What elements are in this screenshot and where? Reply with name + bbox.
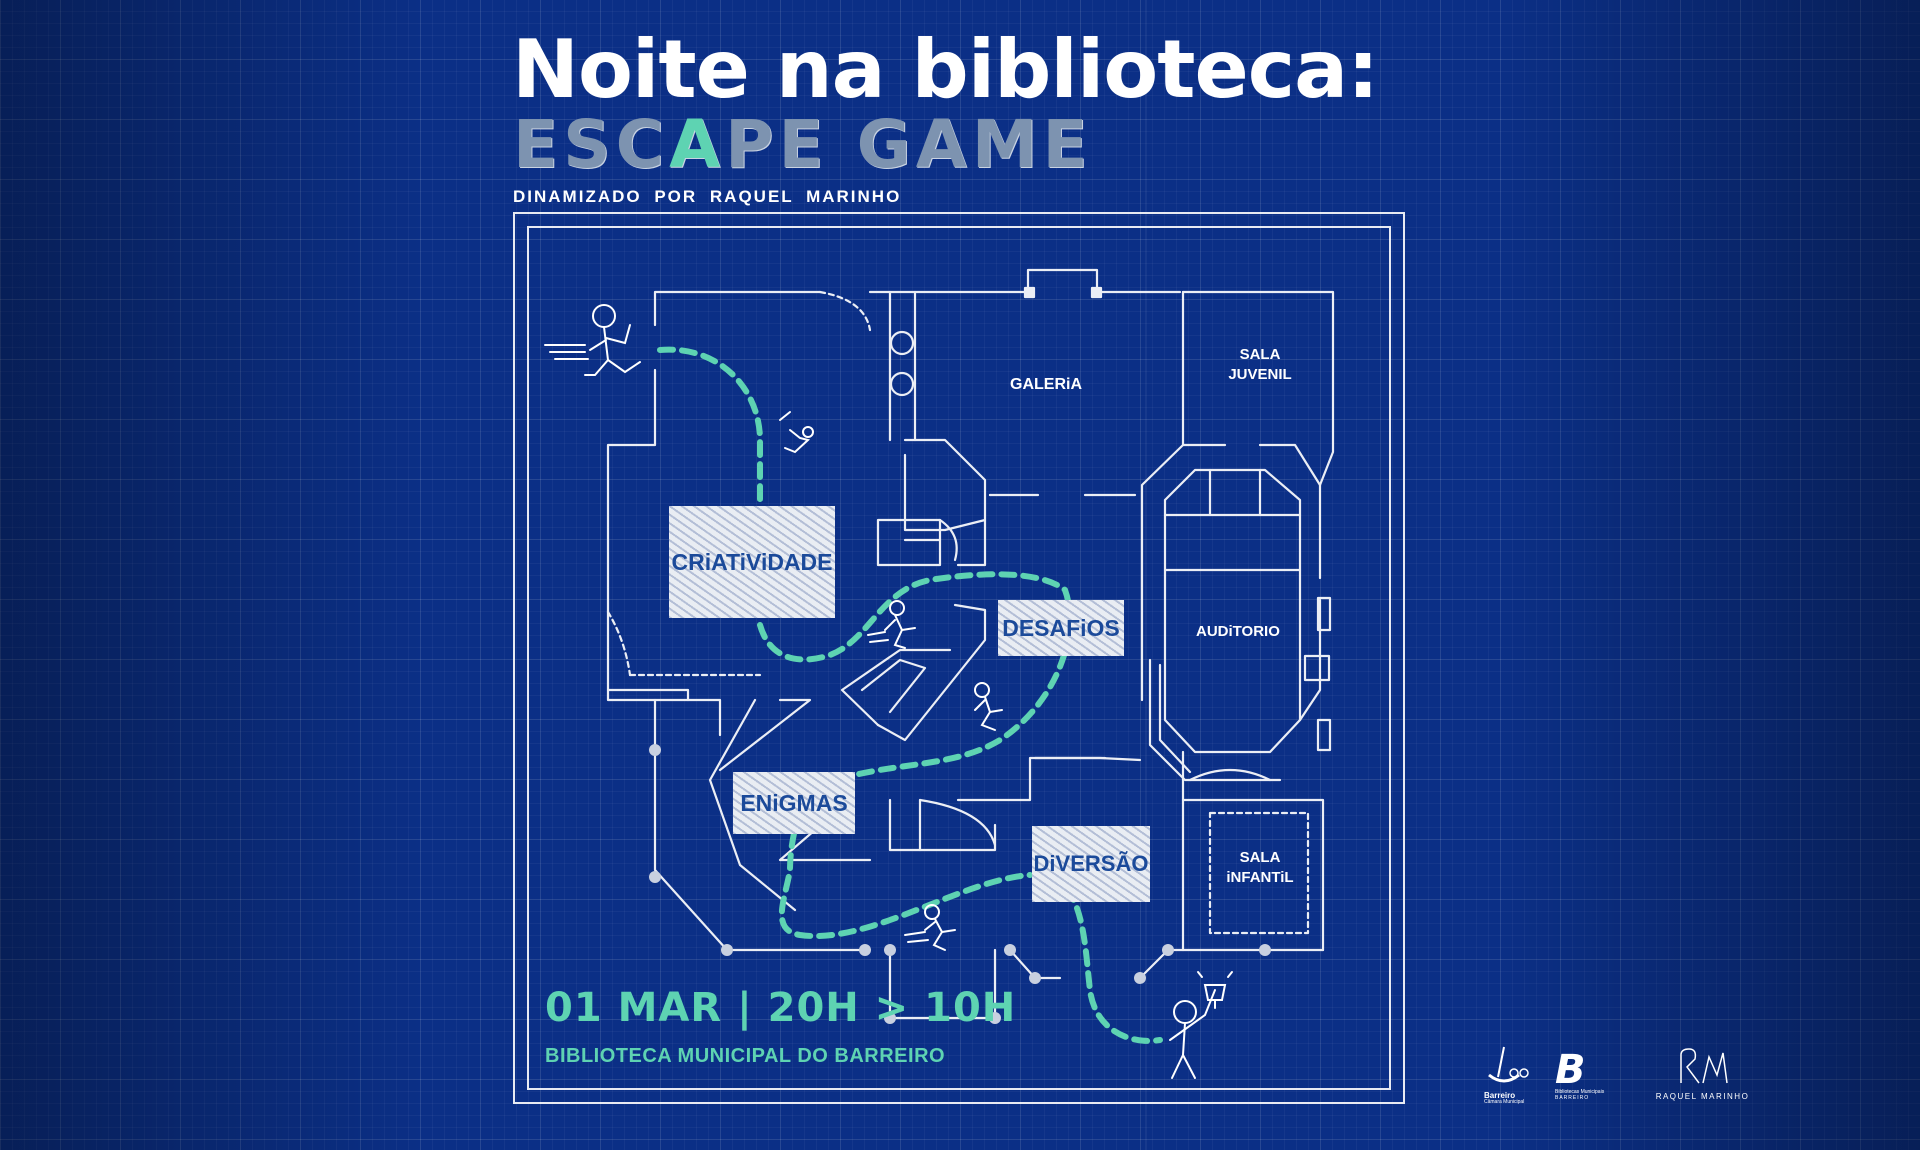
room-sala-juvenil: SALA JUVENIL (1225, 345, 1295, 384)
room-sala-infantil-line-1: SALA (1239, 849, 1281, 866)
subtitle: DINAMIZADO POR RAQUEL MARINHO (513, 187, 902, 206)
bibliotecas-logo-mark: B (1555, 1047, 1586, 1093)
room-sala-juvenil-line-2: JUVENIL (1228, 365, 1292, 383)
title-line-2-part-2: PE GAME (725, 106, 1093, 183)
room-sala-infantil: SALA iNFANTiL (1225, 848, 1295, 887)
title-line-2: ESCAPE GAME (513, 112, 1093, 178)
raquel-marinho-logo: RAQUEL MARINHO (1655, 1045, 1750, 1105)
room-galeria: GALERiA (1010, 376, 1082, 393)
room-sala-infantil-line-2: iNFANTiL (1226, 868, 1294, 886)
floor-plan-walls (606, 268, 1335, 1024)
tag-criatividade: CRiATiViDADE (669, 506, 835, 618)
title-line-2-accent: A (669, 106, 726, 183)
event-date: 01 MAR | 20H > 10H (545, 985, 1017, 1031)
escape-route-path (657, 346, 1163, 1044)
tag-desafios: DESAFiOS (998, 600, 1124, 656)
bibliotecas-logo-text: Bibliotecas Municipais (1555, 1089, 1605, 1095)
room-auditorio: AUDiTORIO (1196, 623, 1280, 640)
blueprint-frame-outer (513, 212, 1405, 1104)
event-venue: BIBLIOTECA MUNICIPAL DO BARREIRO (545, 1045, 946, 1067)
barreiro-logo: Barreiro Câmara Municipal (1484, 1045, 1534, 1105)
fold-seam (1145, 0, 1147, 1150)
stick-figures (544, 304, 1233, 1079)
title-line-2-part-1: ESC (513, 106, 670, 183)
blueprint-frame-inner (527, 226, 1391, 1090)
barreiro-logo-icon (1488, 1046, 1529, 1083)
tag-diversao: DiVERSÃO (1032, 826, 1150, 902)
bibliotecas-logo: B Bibliotecas Municipais BARREIRO (1555, 1050, 1625, 1105)
title-line-1: Noite na biblioteca: (512, 23, 1379, 116)
barreiro-logo-text: Barreiro (1484, 1091, 1516, 1100)
raquel-marinho-logo-text: RAQUEL MARINHO (1655, 1092, 1750, 1101)
tag-enigmas: ENiGMAS (733, 772, 855, 834)
raquel-marinho-logo-icon (1679, 1048, 1728, 1084)
barreiro-logo-subtext: Câmara Municipal (1484, 1099, 1525, 1105)
bibliotecas-logo-subtext: BARREIRO (1555, 1094, 1590, 1101)
room-sala-juvenil-line-1: SALA (1239, 346, 1281, 363)
